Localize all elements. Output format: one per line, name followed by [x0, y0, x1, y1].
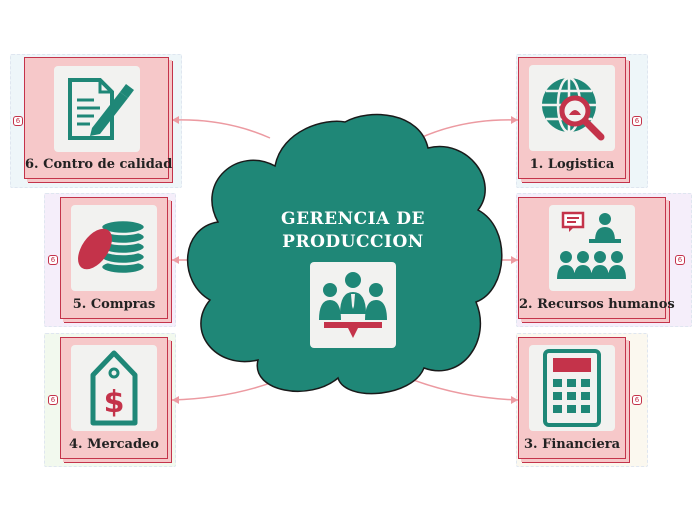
coin-stack-icon — [71, 205, 157, 291]
audience-presenter-icon — [549, 205, 635, 291]
node-recursos-humanos[interactable]: 2. Recursos humanos — [518, 197, 675, 319]
connector-calidad — [171, 119, 271, 139]
collapse-toggle[interactable]: 6 — [632, 395, 642, 405]
node-logistica[interactable]: 1. Logistica — [518, 57, 626, 179]
node-label: 4. Mercadeo — [69, 437, 159, 452]
collapse-toggle[interactable]: 6 — [632, 116, 642, 126]
collapse-toggle[interactable]: 6 — [48, 255, 58, 265]
central-topic-title[interactable]: GERENCIA DE PRODUCCION — [250, 208, 456, 254]
globe-search-icon — [529, 65, 615, 151]
svg-text:$: $ — [104, 385, 125, 420]
node-label: 1. Logistica — [529, 157, 615, 172]
node-compras[interactable]: 5. Compras — [60, 197, 168, 319]
document-pen-icon — [53, 66, 140, 152]
team-presentation-icon — [310, 262, 396, 348]
node-financiera[interactable]: 3. Financiera — [518, 337, 626, 459]
connector-financiera — [407, 377, 519, 401]
node-mercadeo[interactable]: $ 4. Mercadeo — [60, 337, 168, 459]
node-label: 6. Contro de calidad — [25, 157, 173, 172]
collapse-toggle[interactable]: 6 — [675, 255, 685, 265]
collapse-toggle[interactable]: 6 — [48, 395, 58, 405]
node-label: 5. Compras — [72, 297, 156, 312]
central-title-line1: GERENCIA DE — [281, 209, 425, 229]
connector-logistica — [419, 119, 519, 139]
node-control-calidad[interactable]: 6. Contro de calidad — [24, 57, 173, 179]
node-label: 2. Recursos humanos — [519, 297, 675, 312]
node-label: 3. Financiera — [524, 437, 620, 452]
price-tag-icon: $ — [71, 345, 157, 431]
collapse-toggle[interactable]: 6 — [13, 116, 23, 126]
central-title-line2: PRODUCCION — [282, 232, 424, 252]
calculator-icon — [529, 345, 615, 431]
central-cloud — [187, 113, 503, 395]
